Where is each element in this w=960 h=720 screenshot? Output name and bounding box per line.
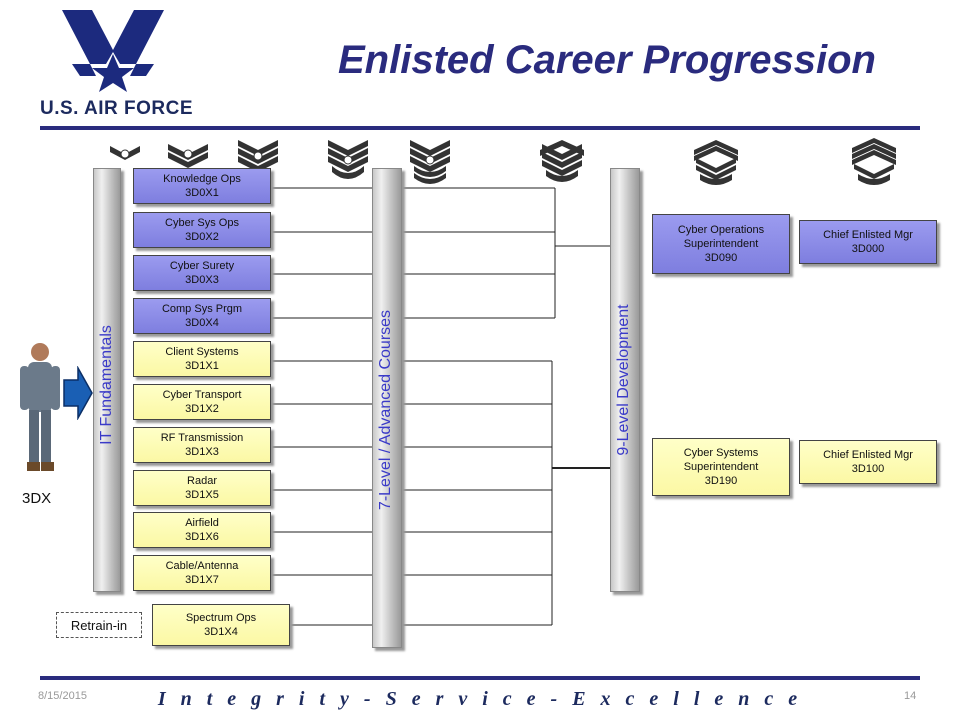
afsc-name: Spectrum Ops [186, 611, 256, 625]
afsc-box-client-systems: Client Systems 3D1X1 [133, 341, 271, 377]
superintendent-title: Cyber Systems [684, 446, 759, 460]
retrain-in-label: Retrain-in [56, 612, 142, 638]
afsc-name: Cyber Transport [163, 388, 242, 402]
afsc-box-radar: Radar 3D1X5 [133, 470, 271, 506]
chief-title: Chief Enlisted Mgr [823, 228, 913, 242]
entry-afsc-label: 3DX [22, 490, 51, 507]
afsc-code: 3D0X3 [185, 273, 219, 287]
afsc-code: 3D0X2 [185, 230, 219, 244]
chief-code: 3D100 [852, 462, 884, 476]
afsc-code: 3D1X7 [185, 573, 219, 587]
afsc-name: Client Systems [165, 345, 238, 359]
chief-enlisted-mgr-3d000: Chief Enlisted Mgr 3D000 [799, 220, 937, 264]
superintendent-code: 3D190 [705, 474, 737, 488]
chief-title: Chief Enlisted Mgr [823, 448, 913, 462]
superintendent-cyber-systems: Cyber Systems Superintendent 3D190 [652, 438, 790, 496]
superintendent-cyber-operations: Cyber Operations Superintendent 3D090 [652, 214, 790, 274]
afsc-name: Comp Sys Prgm [162, 302, 242, 316]
afsc-box-comp-sys-prgm: Comp Sys Prgm 3D0X4 [133, 298, 271, 334]
superintendent-subtitle: Superintendent [684, 460, 759, 474]
superintendent-code: 3D090 [705, 251, 737, 265]
afsc-name: Cyber Sys Ops [165, 216, 239, 230]
superintendent-subtitle: Superintendent [684, 237, 759, 251]
nine-level-label: 9-Level Development [615, 280, 635, 480]
afsc-box-cyber-transport: Cyber Transport 3D1X2 [133, 384, 271, 420]
afsc-name: Knowledge Ops [163, 172, 241, 186]
afsc-box-cyber-sys-ops: Cyber Sys Ops 3D0X2 [133, 212, 271, 248]
afsc-code: 3D0X4 [185, 316, 219, 330]
afsc-code: 3D0X1 [185, 186, 219, 200]
afsc-code: 3D1X4 [204, 625, 238, 639]
afsc-code: 3D1X2 [185, 402, 219, 416]
afsc-box-knowledge-ops: Knowledge Ops 3D0X1 [133, 168, 271, 204]
afsc-code: 3D1X5 [185, 488, 219, 502]
afsc-name: Airfield [185, 516, 219, 530]
afsc-name: RF Transmission [161, 431, 244, 445]
page-number: 14 [904, 690, 916, 702]
afsc-box-spectrum-ops: Spectrum Ops 3D1X4 [152, 604, 290, 646]
afsc-box-airfield: Airfield 3D1X6 [133, 512, 271, 548]
footer-divider [40, 676, 920, 680]
afsc-code: 3D1X6 [185, 530, 219, 544]
afsc-code: 3D1X3 [185, 445, 219, 459]
afsc-name: Cyber Surety [170, 259, 234, 273]
chief-code: 3D000 [852, 242, 884, 256]
afsc-box-cyber-surety: Cyber Surety 3D0X3 [133, 255, 271, 291]
footer-date: 8/15/2015 [38, 690, 87, 702]
chief-enlisted-mgr-3d100: Chief Enlisted Mgr 3D100 [799, 440, 937, 484]
it-fundamentals-label: IT Fundamentals [98, 285, 118, 485]
afsc-box-cable-antenna: Cable/Antenna 3D1X7 [133, 555, 271, 591]
seven-level-label: 7-Level / Advanced Courses [377, 290, 397, 530]
afsc-name: Cable/Antenna [166, 559, 239, 573]
afsc-name: Radar [187, 474, 217, 488]
afsc-box-rf-transmission: RF Transmission 3D1X3 [133, 427, 271, 463]
superintendent-title: Cyber Operations [678, 223, 764, 237]
entry-arrow-icon [62, 366, 94, 420]
airman-figure-icon [14, 340, 66, 474]
footer-motto: I n t e g r i t y - S e r v i c e - E x … [0, 688, 960, 711]
afsc-code: 3D1X1 [185, 359, 219, 373]
